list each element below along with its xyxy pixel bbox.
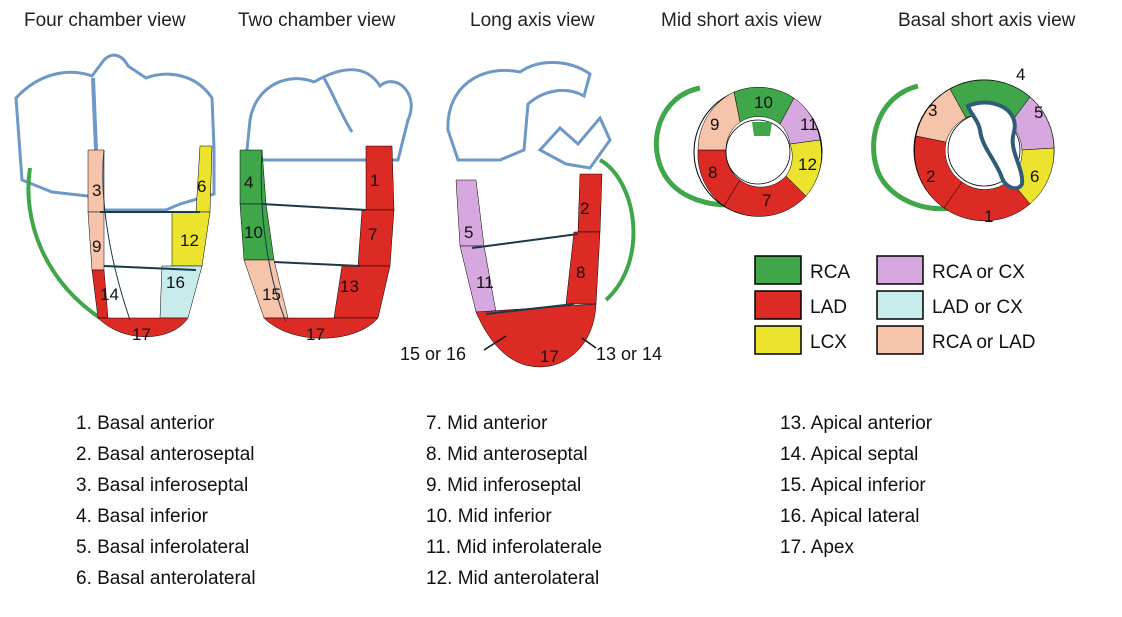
heart-segment-diagram: 3 9 14 6 12 16 17 4 10 15 1 7 13 17 (0, 0, 1122, 400)
segment-label-7: 7 (368, 225, 377, 244)
segment-label-11-ring: 11 (800, 115, 818, 134)
segment-label-6: 6 (197, 177, 206, 196)
segment-label-14: 14 (100, 285, 119, 304)
list-item: 11. Mid inferolaterale (426, 532, 602, 563)
list-item: 5. Basal inferolateral (76, 532, 256, 563)
list-item: 6. Basal anterolateral (76, 563, 256, 594)
legend-swatch-rca-or-lad (877, 326, 923, 354)
segment-label-16: 16 (166, 273, 185, 292)
legend-label-lad: LAD (810, 297, 847, 318)
four-chamber-atria-outline (16, 55, 214, 210)
segment-label-12: 12 (180, 231, 199, 250)
legend-label-lcx: LCX (810, 332, 847, 353)
segment-label-11: 11 (476, 273, 494, 292)
list-item: 9. Mid inferoseptal (426, 470, 602, 501)
legend-label-rca-or-lad: RCA or LAD (932, 332, 1035, 353)
legend-item-rca-or-lad: RCA or LAD (877, 326, 1035, 354)
list-item: 2. Basal anteroseptal (76, 439, 256, 470)
legend: RCA LAD LCX RCA or CX LAD or CX RCA or L… (755, 256, 1035, 354)
segment-label-15: 15 (262, 285, 281, 304)
segment-label-17c: 17 (540, 347, 559, 366)
segment-label-5: 5 (464, 223, 473, 242)
long-axis-view: 5 11 2 8 17 15 or 16 13 or 14 (400, 62, 662, 367)
legend-label-rca: RCA (810, 262, 850, 283)
segment-label-12-ring: 12 (798, 155, 817, 174)
segment-label-9: 9 (92, 237, 101, 256)
list-item: 4. Basal inferior (76, 501, 256, 532)
callout-13-or-14: 13 or 14 (596, 344, 662, 364)
legend-item-rca: RCA (755, 256, 850, 284)
segment-label-17b: 17 (306, 325, 325, 344)
segment-list-column-1: 1. Basal anterior 2. Basal anteroseptal … (76, 408, 256, 594)
segment-label-5-ring: 5 (1034, 103, 1043, 122)
segment-label-1-ring: 1 (984, 207, 993, 226)
legend-swatch-lcx (755, 326, 801, 354)
segment-label-13: 13 (340, 277, 359, 296)
mid-short-axis-view: 10 11 12 7 8 9 (656, 87, 822, 216)
segment-list-column-2: 7. Mid anterior 8. Mid anteroseptal 9. M… (426, 408, 602, 594)
segment-label-17a: 17 (132, 325, 151, 344)
list-item: 7. Mid anterior (426, 408, 602, 439)
long-axis-rv-wall-green (600, 160, 633, 300)
two-chamber-view: 4 10 15 1 7 13 17 (240, 70, 411, 344)
list-item: 17. Apex (780, 532, 932, 563)
segment-label-3-ring: 3 (928, 101, 937, 120)
callout-15-or-16: 15 or 16 (400, 344, 466, 364)
legend-item-lcx: LCX (755, 326, 847, 354)
list-item: 16. Apical lateral (780, 501, 932, 532)
segment-label-4: 4 (244, 173, 253, 192)
list-item: 13. Apical anterior (780, 408, 932, 439)
legend-item-lad: LAD (755, 291, 847, 319)
legend-label-lad-or-cx: LAD or CX (932, 297, 1023, 318)
legend-item-rca-or-cx: RCA or CX (877, 256, 1025, 284)
segment-label-3: 3 (92, 181, 101, 200)
segment-label-10: 10 (244, 223, 263, 242)
segment-label-7-ring: 7 (762, 191, 771, 210)
four-chamber-view: 3 9 14 6 12 16 17 (16, 55, 214, 344)
list-item: 3. Basal inferoseptal (76, 470, 256, 501)
segment-label-4-ring: 4 (1016, 65, 1025, 84)
legend-swatch-rca-or-cx (877, 256, 923, 284)
legend-swatch-lad (755, 291, 801, 319)
mid-short-papillary (752, 122, 772, 136)
list-item: 14. Apical septal (780, 439, 932, 470)
segment-label-10-ring: 10 (754, 93, 773, 112)
legend-label-rca-or-cx: RCA or CX (932, 262, 1025, 283)
segment-list-column-3: 13. Apical anterior 14. Apical septal 15… (780, 408, 932, 563)
segment-label-9-ring: 9 (710, 115, 719, 134)
list-item: 12. Mid anterolateral (426, 563, 602, 594)
list-item: 15. Apical inferior (780, 470, 932, 501)
list-item: 10. Mid inferior (426, 501, 602, 532)
list-item: 8. Mid anteroseptal (426, 439, 602, 470)
legend-swatch-rca (755, 256, 801, 284)
segment-label-2: 2 (580, 199, 589, 218)
legend-item-lad-or-cx: LAD or CX (877, 291, 1023, 319)
segment-label-6-ring: 6 (1030, 167, 1039, 186)
list-item: 1. Basal anterior (76, 408, 256, 439)
segment-label-8: 8 (576, 263, 585, 282)
legend-swatch-lad-or-cx (877, 291, 923, 319)
segment-label-8-ring: 8 (708, 163, 717, 182)
basal-short-axis-view: 4 5 6 1 2 3 (874, 65, 1055, 226)
segment-label-1: 1 (370, 171, 379, 190)
segment-label-2-ring: 2 (926, 167, 935, 186)
long-axis-valve (540, 118, 610, 168)
